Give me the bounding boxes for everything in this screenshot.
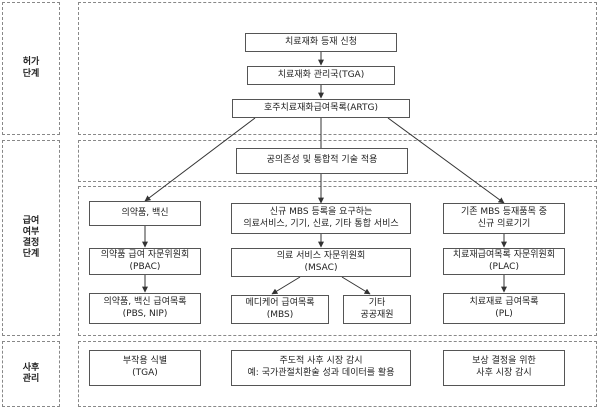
medicine-node: 의약품, 백신	[89, 201, 201, 226]
reimbursement-review-node: 보상 결정을 위한 사후 시장 감시	[443, 350, 565, 386]
hta-node: 공의존성 및 통합적 기술 적용	[236, 148, 408, 174]
mbs-node: 메디케어 급여목록 (MBS)	[231, 295, 329, 324]
arrow-artg-to-existing-mbs	[387, 117, 505, 204]
reimbursement-content-box	[78, 186, 597, 336]
hta-content-box	[78, 140, 597, 182]
tga-node: 치료재화 관리국(TGA)	[247, 66, 395, 85]
post-stage-label: 사후 관리	[22, 362, 40, 384]
pbac-node: 의약품 급여 자문위원회 (PBAC)	[89, 248, 201, 275]
reimbursement-stage-label: 급여 여부 결정 단계	[22, 215, 40, 260]
new-mbs-node: 신규 MBS 등록을 요구하는 의료서비스, 기기, 신료, 기타 통합 서비스	[231, 203, 411, 234]
pl-node: 치료재료 급여목록 (PL)	[443, 293, 565, 324]
post-market-surveillance-node: 주도적 사후 시장 감시 예: 국가관절치환술 성과 데이터를 활용	[231, 350, 411, 386]
other-funding-node: 기타 공공재원	[343, 295, 411, 324]
approval-stage-content-box	[78, 2, 597, 135]
post-stage-content-box	[78, 341, 597, 407]
approval-stage-label: 허가 단계	[22, 57, 40, 79]
arrow-msac-to-mbs	[271, 276, 301, 295]
pbs-node: 의약품, 백신 급여목록 (PBS, NIP)	[89, 293, 201, 324]
arrow-msac-to-other	[341, 276, 371, 295]
artg-node: 호주치료재화급여목록(ARTG)	[232, 99, 410, 118]
msac-node: 의료 서비스 자문위원회 (MSAC)	[231, 248, 411, 277]
plac-node: 치료재급여목록 자문위원회 (PLAC)	[443, 248, 565, 275]
adverse-event-node: 부작용 식별 (TGA)	[89, 350, 201, 386]
arrow-artg-to-medicine	[144, 117, 256, 202]
post-stage-label-box	[2, 341, 60, 407]
application-node: 치료재화 등재 신청	[245, 33, 397, 52]
approval-stage-label-box	[2, 2, 60, 135]
reimbursement-stage-label-box	[2, 140, 60, 336]
existing-mbs-node: 기존 MBS 등재품목 중 신규 의료기기	[443, 203, 565, 234]
